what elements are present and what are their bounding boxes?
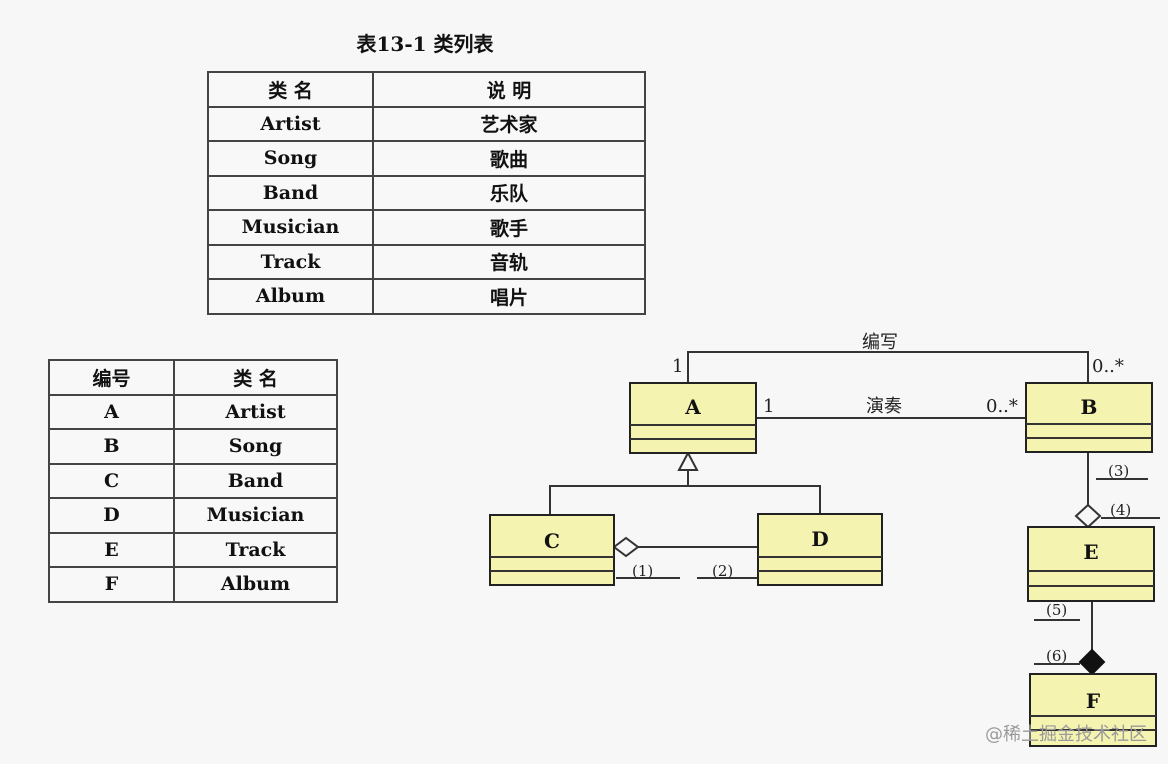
cell-description: 唱片 (372, 278, 646, 315)
class-box-e: E (1027, 526, 1155, 602)
class-name: B (1081, 395, 1098, 419)
class-box-c: C (489, 514, 615, 586)
blank-2: (2) (712, 562, 733, 580)
table-header-row: 类 名 说 明 (207, 71, 646, 108)
cell-description: 艺术家 (372, 105, 646, 142)
cell-class-name: Band (173, 462, 338, 499)
assoc-write-left-mult: 1 (672, 356, 683, 377)
generalization-line (549, 470, 821, 515)
cell-description: 歌手 (372, 209, 646, 246)
cell-class-name: Album (207, 278, 374, 315)
class-box-b: B (1025, 382, 1153, 453)
cell-id: A (48, 393, 175, 430)
cell-class-name: Song (207, 140, 374, 177)
blank-1: (1) (632, 562, 653, 580)
class-name: D (811, 527, 828, 551)
cell-description: 音轨 (372, 243, 646, 280)
table-header-row: 编号 类 名 (48, 359, 338, 396)
blank-6: (6) (1046, 647, 1067, 665)
class-box-a: A (629, 382, 757, 454)
assoc-write-right-mult: 0..* (1092, 356, 1124, 377)
cell-class-name: Track (173, 531, 338, 568)
assoc-write-line (687, 351, 1089, 383)
table-title: 表13-1 类列表 (356, 32, 494, 56)
cell-class-name: Album (173, 566, 338, 603)
cell-class-name: Song (173, 428, 338, 465)
assoc-play-right-mult: 0..* (986, 396, 1018, 417)
blank-5: (5) (1046, 601, 1067, 619)
header-class-name: 类 名 (207, 71, 374, 108)
aggregation-diamond-icon (612, 536, 640, 558)
assoc-play-label: 演奏 (866, 396, 902, 417)
class-name: C (544, 529, 560, 553)
class-box-f: F (1029, 673, 1157, 747)
blank-4: (4) (1110, 501, 1131, 519)
cell-id: C (48, 462, 175, 499)
cell-id: D (48, 497, 175, 534)
aggregation-diamond-icon (1074, 503, 1102, 529)
header-id: 编号 (48, 359, 175, 396)
cell-id: E (48, 531, 175, 568)
composition-diamond-icon (1078, 648, 1106, 676)
watermark: @稀土掘金技术社区 (985, 724, 1147, 745)
assoc-play-left-mult: 1 (763, 396, 774, 417)
cell-id: F (48, 566, 175, 603)
class-name: F (1086, 689, 1100, 713)
cell-class-name: Artist (207, 105, 374, 142)
cell-class-name: Band (207, 174, 374, 211)
header-class-name: 类 名 (173, 359, 338, 396)
generalization-arrow-icon (677, 450, 699, 471)
cell-description: 乐队 (372, 174, 646, 211)
assoc-write-label: 编写 (862, 332, 898, 353)
class-name: A (684, 395, 701, 419)
cell-class-name: Artist (173, 393, 338, 430)
cell-id: B (48, 428, 175, 465)
blank-3: (3) (1108, 462, 1129, 480)
class-name: E (1083, 540, 1098, 564)
header-description: 说 明 (372, 71, 646, 108)
cell-description: 歌曲 (372, 140, 646, 177)
class-box-d: D (757, 513, 883, 586)
cell-class-name: Musician (207, 209, 374, 246)
cell-class-name: Track (207, 243, 374, 280)
cell-class-name: Musician (173, 497, 338, 534)
